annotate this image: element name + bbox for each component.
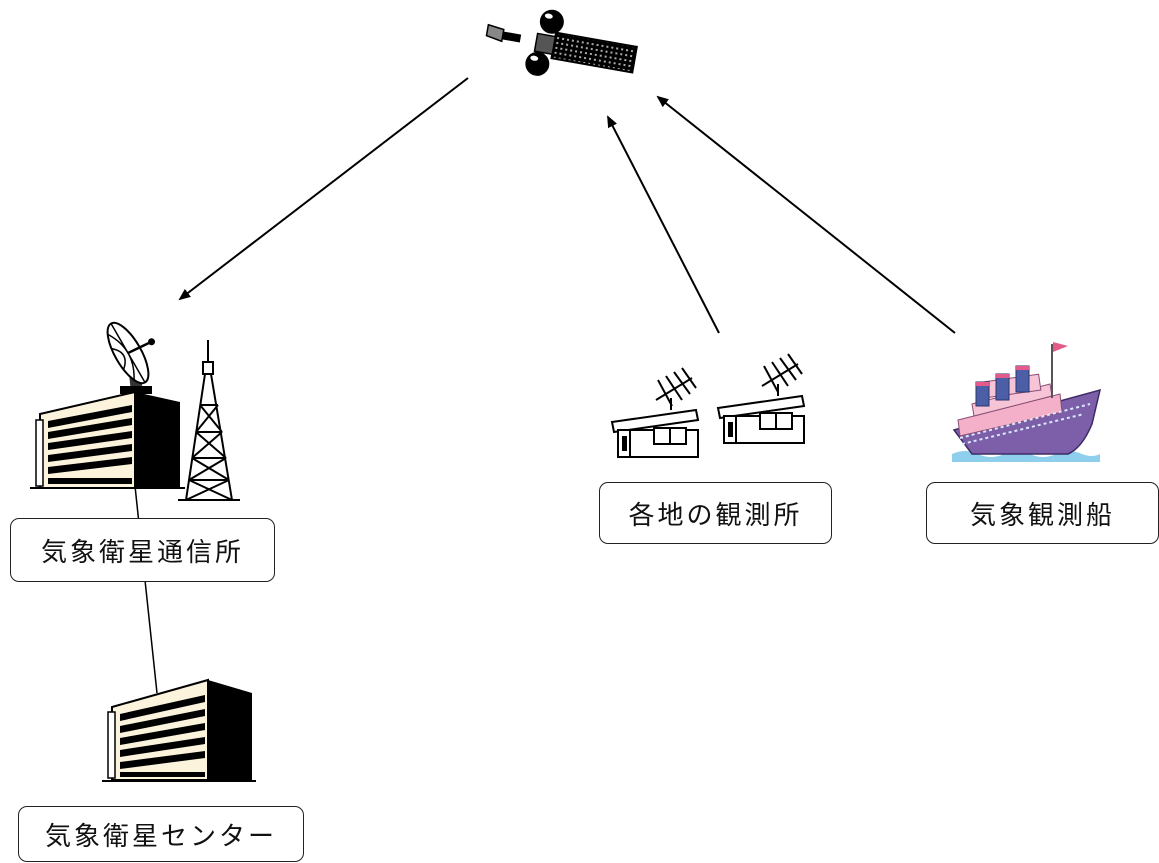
- center-label: 気象衛星センター: [18, 806, 304, 862]
- arrow-satellite-to-comm-station: [178, 77, 469, 301]
- ship-icon: [952, 342, 1102, 462]
- ship-label: 気象観測船: [926, 482, 1159, 544]
- observatories-label: 各地の観測所: [599, 482, 832, 544]
- yagi-antenna-icon: [761, 353, 803, 396]
- satellite-icon: [485, 9, 638, 76]
- yagi-antenna-icon: [655, 367, 697, 410]
- satellite-dish-icon: [106, 321, 156, 394]
- arrow-ship-to-satellite: [656, 95, 956, 334]
- office-building-icon: [102, 678, 256, 782]
- observation-house-icon: [610, 408, 700, 458]
- office-building-icon: [30, 390, 185, 489]
- comm-station-label: 気象衛星通信所: [10, 518, 275, 582]
- observation-house-icon: [716, 394, 806, 444]
- radio-tower-icon: [178, 340, 240, 501]
- arrow-observatories-to-satellite: [607, 115, 720, 334]
